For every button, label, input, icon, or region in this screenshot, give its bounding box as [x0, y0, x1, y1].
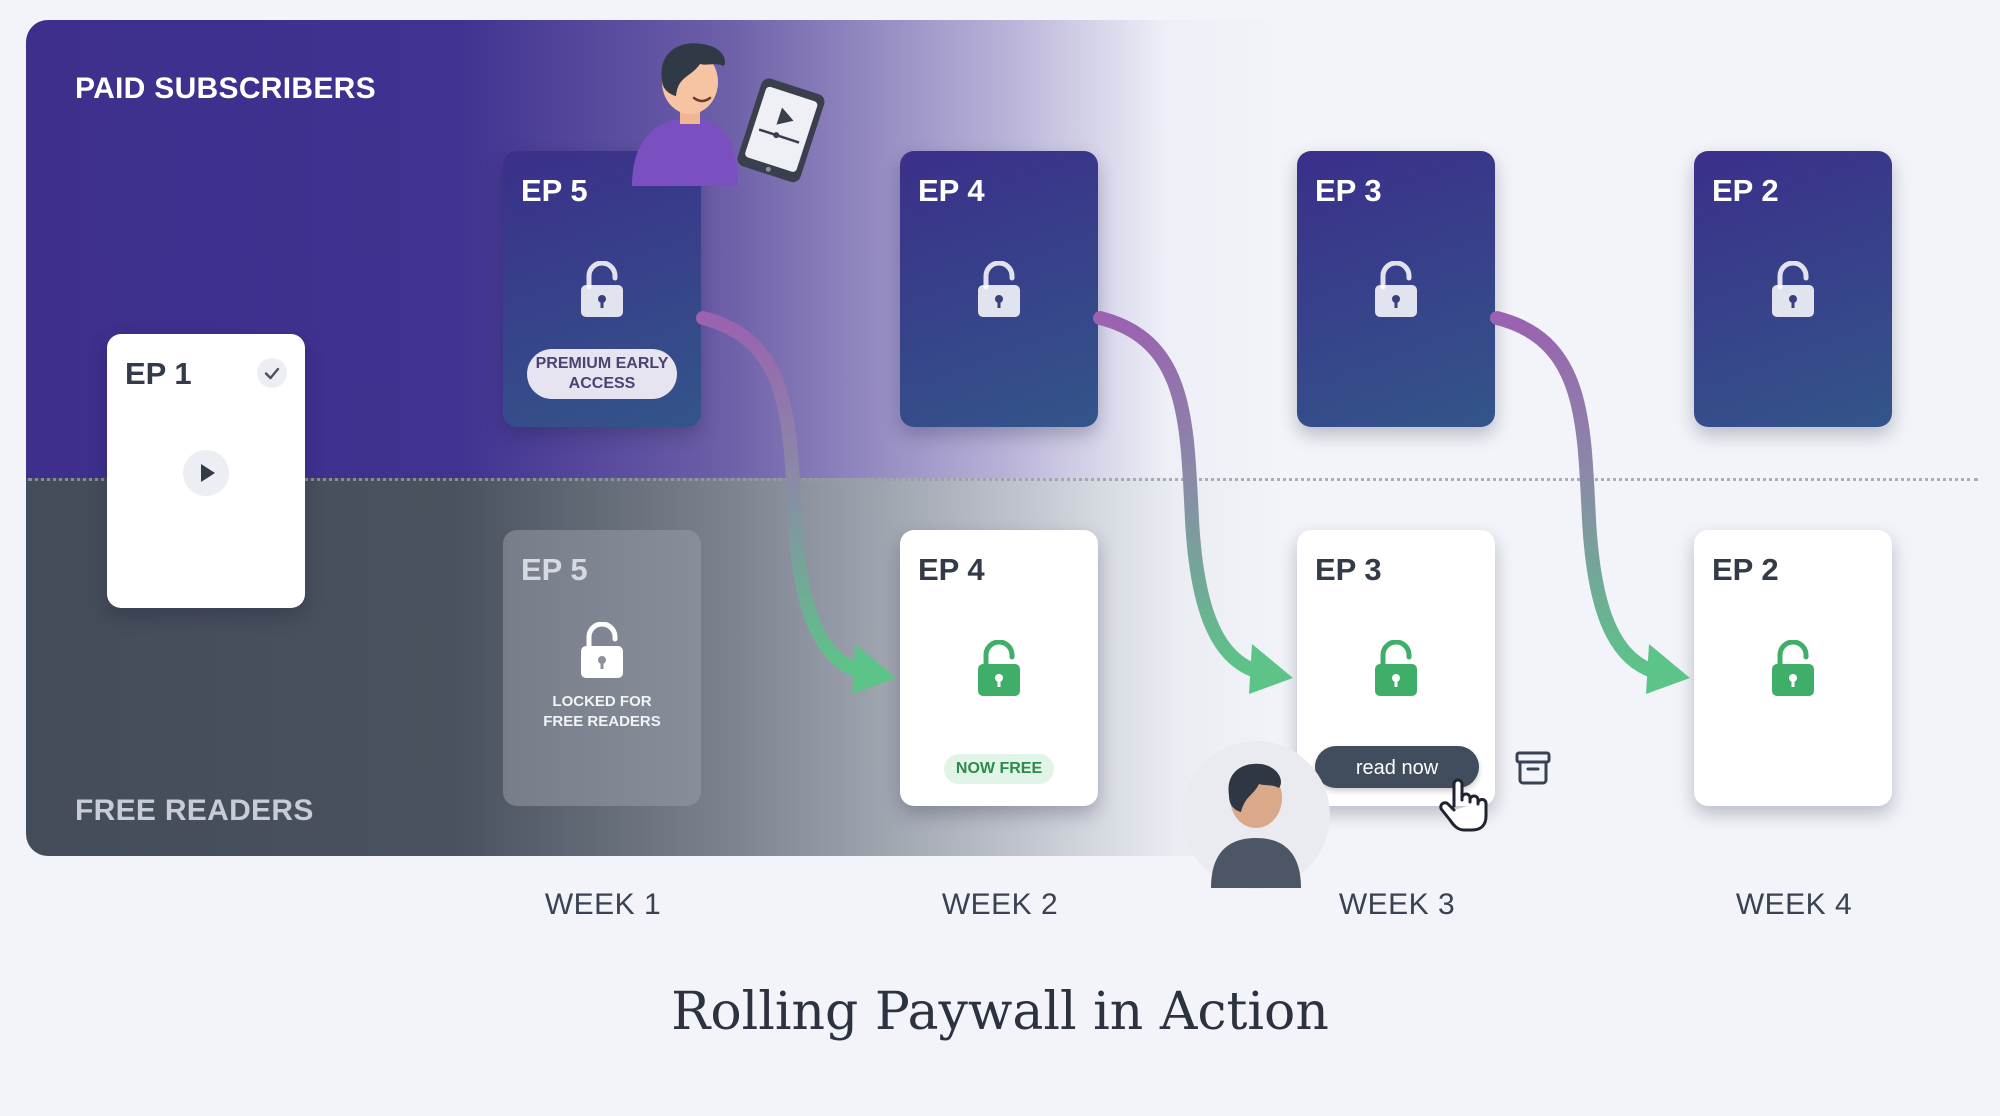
unlock-icon — [1375, 261, 1417, 317]
episode-1-card[interactable]: EP 1 — [107, 334, 305, 608]
diagram-title: Rolling Paywall in Action — [671, 982, 1329, 1042]
episode-label: EP 3 — [1315, 552, 1382, 587]
episode-label: EP 2 — [1712, 552, 1779, 587]
now-free-badge: NOW FREE — [944, 754, 1054, 784]
episode-label: EP 2 — [1712, 173, 1779, 208]
episode-label: EP 4 — [918, 552, 985, 587]
week-1-label: WEEK 1 — [544, 888, 662, 921]
unlock-icon — [1772, 261, 1814, 317]
unlock-icon — [1772, 640, 1814, 696]
unlock-icon — [581, 622, 623, 678]
hand-cursor-icon — [1439, 778, 1488, 832]
free-episode-3-card[interactable]: EP 3 read now — [1297, 530, 1495, 806]
paid-episode-3-card[interactable]: EP 3 — [1297, 151, 1495, 427]
unlock-icon — [978, 640, 1020, 696]
free-episode-2-card[interactable]: EP 2 — [1694, 530, 1892, 806]
free-episode-5-card: EP 5 LOCKED FOR FREE READERS — [503, 530, 701, 806]
paid-episode-5-card[interactable]: EP 5 PREMIUM EARLY ACCESS — [503, 151, 701, 427]
tier-divider — [28, 478, 1978, 481]
premium-early-access-badge: PREMIUM EARLY ACCESS — [527, 349, 677, 399]
free-episode-4-card[interactable]: EP 4 NOW FREE — [900, 530, 1098, 806]
free-readers-label: FREE READERS — [75, 794, 314, 827]
episode-label: EP 3 — [1315, 173, 1382, 208]
archive-icon[interactable] — [1514, 749, 1552, 787]
paid-episode-4-card[interactable]: EP 4 — [900, 151, 1098, 427]
week-2-label: WEEK 2 — [941, 888, 1059, 921]
tablet-icon — [737, 78, 825, 183]
paid-episode-2-card[interactable]: EP 2 — [1694, 151, 1892, 427]
episode-label: EP 1 — [125, 356, 192, 391]
unlock-icon — [978, 261, 1020, 317]
paid-subscriber-avatar — [632, 43, 825, 186]
episode-label: EP 4 — [918, 173, 985, 208]
play-icon[interactable] — [183, 450, 229, 496]
free-reader-avatar — [1182, 741, 1330, 889]
episode-label: EP 5 — [521, 173, 588, 208]
unlock-icon — [1375, 640, 1417, 696]
week-4-label: WEEK 4 — [1735, 888, 1853, 921]
locked-for-free-readers-note: LOCKED FOR FREE READERS — [543, 693, 661, 730]
paid-subscribers-label: PAID SUBSCRIBERS — [75, 72, 376, 105]
read-now-button[interactable]: read now — [1315, 746, 1479, 788]
week-3-label: WEEK 3 — [1338, 888, 1456, 921]
episode-label: EP 5 — [521, 552, 588, 587]
unlock-icon — [581, 261, 623, 317]
check-icon — [257, 358, 287, 388]
